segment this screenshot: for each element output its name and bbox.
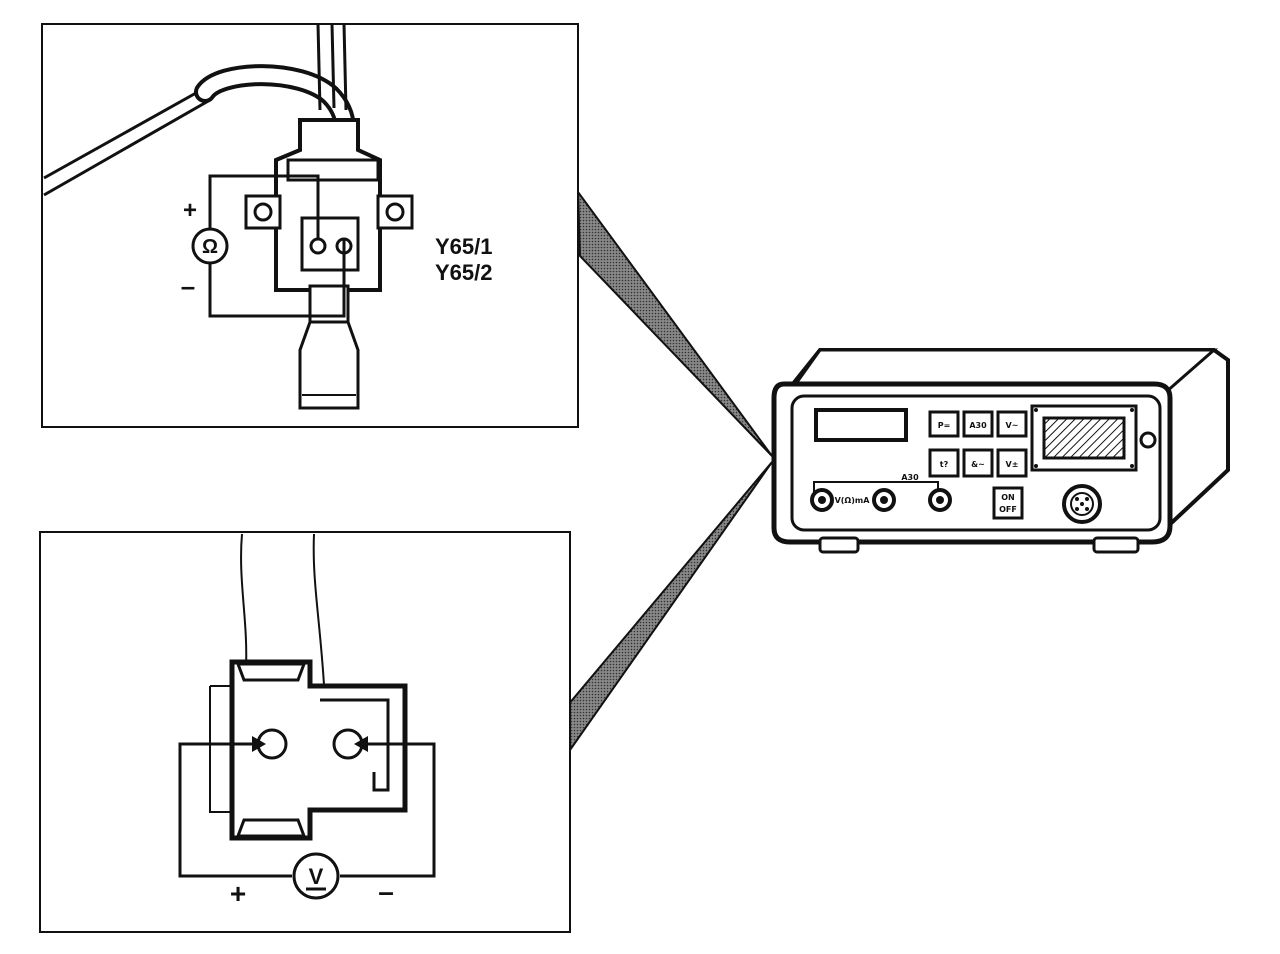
- tester-knob[interactable]: [1139, 431, 1157, 449]
- tester-foot-left: [818, 536, 860, 554]
- tester-jack-label: V(Ω)mA: [835, 496, 871, 505]
- tester-power-switch[interactable]: [992, 486, 1024, 520]
- connector-housing: [229, 659, 408, 841]
- volt-minus-label: –: [378, 876, 394, 907]
- tester-display: [814, 408, 908, 442]
- ohm-plus-label: +: [183, 197, 197, 224]
- volt-symbol-text: V: [309, 864, 324, 889]
- tester-button-3[interactable]: [996, 410, 1028, 438]
- volt-lead-plus: [178, 742, 292, 878]
- svg-text:ON: ON: [1001, 493, 1015, 502]
- wire-pair: [240, 533, 248, 669]
- svg-text:&~: &~: [971, 460, 985, 469]
- resistance-test-inset: Ω + – Y65/1 Y65/2: [41, 23, 579, 428]
- voltage-test-inset: V + –: [39, 531, 571, 933]
- component-label-line2: Y65/2: [435, 260, 493, 285]
- volt-plus-label: +: [230, 878, 246, 909]
- svg-text:OFF: OFF: [999, 505, 1017, 514]
- tester-foot-right: [1092, 536, 1140, 554]
- svg-text:V±: V±: [1006, 460, 1019, 469]
- ohm-minus-label: –: [181, 271, 195, 301]
- ohm-meter-symbol: [191, 227, 229, 265]
- ohm-symbol-text: Ω: [202, 236, 218, 258]
- tester-button-5[interactable]: [962, 448, 994, 478]
- tester-button-grid: P= A30 V~ t? &~ V±: [928, 410, 1028, 478]
- ohm-lead-minus: [208, 240, 346, 318]
- tester-button-4[interactable]: [928, 448, 960, 478]
- ohm-lead-plus: [208, 174, 320, 240]
- multimeter-tester: P= A30 V~ t? &~ V± A30 V(Ω)mA: [771, 348, 1230, 554]
- svg-text:P=: P=: [938, 421, 951, 430]
- tester-button-1[interactable]: [928, 410, 960, 438]
- svg-text:t?: t?: [940, 460, 949, 469]
- callout-wedge-top: [576, 188, 773, 457]
- volt-meter-symbol: [292, 852, 340, 900]
- component-label-line1: Y65/1: [435, 234, 493, 259]
- tester-button-2[interactable]: [962, 410, 994, 438]
- svg-text:V~: V~: [1006, 421, 1019, 430]
- tester-range-label: A30: [901, 473, 919, 482]
- volt-lead-minus: [340, 742, 436, 878]
- callout-wedge-bottom: [566, 461, 773, 753]
- tester-button-6[interactable]: [996, 448, 1028, 478]
- svg-text:A30: A30: [969, 421, 987, 430]
